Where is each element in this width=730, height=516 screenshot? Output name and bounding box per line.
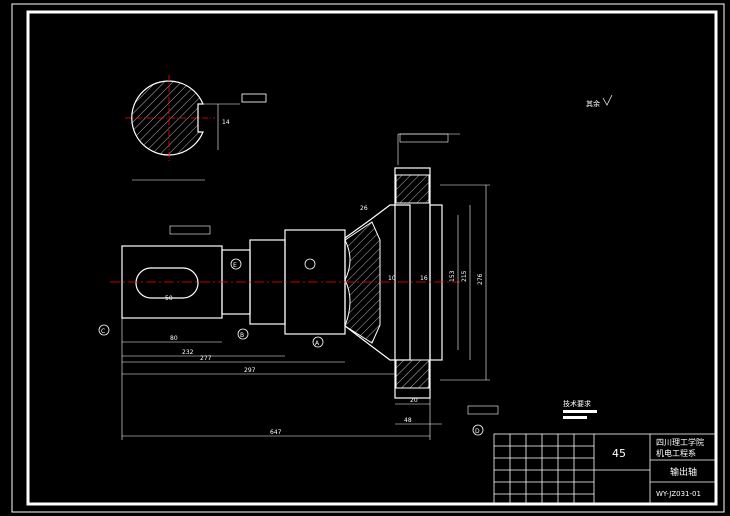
datum-b-label: B: [240, 332, 244, 339]
tech-requirements-title: 技术要求: [563, 399, 591, 408]
dim-297: 297: [244, 367, 256, 374]
surface-finish-note: 其余: [586, 99, 600, 108]
title-school-line1: 四川理工学院: [656, 437, 704, 447]
sheet-outer-border: [11, 3, 725, 513]
sheet-inner-border: [26, 10, 718, 506]
dim-277: 277: [200, 355, 212, 362]
dim-232: 232: [182, 349, 194, 356]
title-part-name: 输出轴: [670, 466, 697, 478]
dimension-lines: [121, 133, 490, 440]
dim-80: 80: [170, 335, 178, 342]
title-block: [493, 433, 717, 505]
title-material: 45: [612, 447, 626, 460]
dim-48: 48: [404, 417, 412, 424]
dim-50: 50: [165, 295, 173, 302]
dim-20: 20: [410, 397, 418, 404]
dim-10: 10: [388, 275, 396, 282]
dim-647: 647: [270, 429, 282, 436]
datum-a-label: A: [315, 340, 320, 347]
dim-16: 16: [420, 275, 428, 282]
dim-215: 215: [461, 270, 468, 282]
tolerance-frames: [169, 93, 499, 415]
dim-153: 153: [449, 270, 456, 282]
datum-markers: [98, 258, 484, 436]
datum-e-label: E: [233, 262, 237, 269]
shaft-main-view: [121, 167, 443, 399]
tech-requirement-line-1: [563, 410, 597, 413]
dim-14: 14: [222, 119, 230, 126]
dim-26: 26: [360, 205, 368, 212]
flange-section-hatch: [344, 174, 430, 389]
tech-requirement-line-2: [563, 416, 587, 419]
surface-finish-symbol: [602, 94, 613, 106]
datum-c-label: C: [101, 328, 105, 335]
title-school-line2: 机电工程系: [656, 448, 696, 458]
dim-276: 276: [477, 273, 484, 285]
title-drawing-number: WY-JZ031-01: [656, 490, 701, 498]
datum-d-label: D: [475, 428, 480, 435]
keyway-section-view: [125, 75, 267, 181]
